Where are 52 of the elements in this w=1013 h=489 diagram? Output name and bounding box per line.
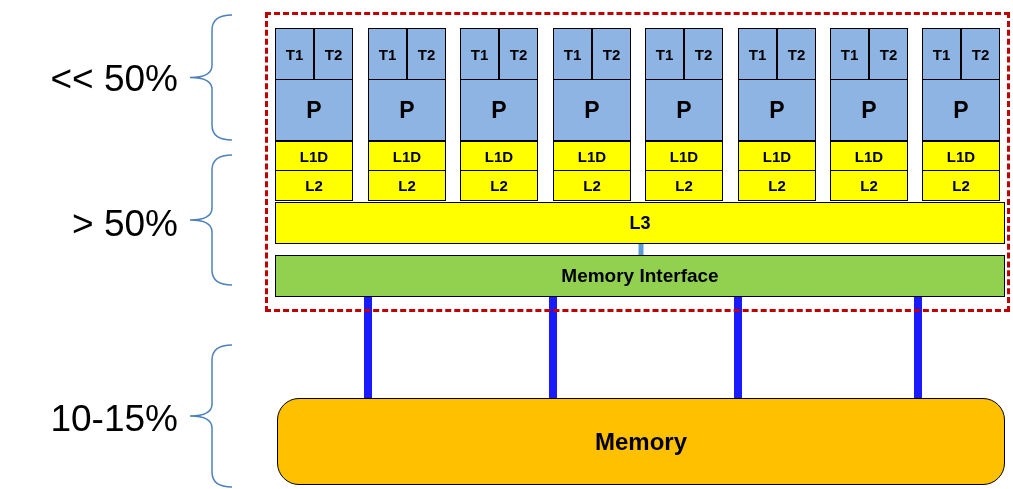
percentage-label: << 50% <box>50 58 178 100</box>
cache-box: L1D <box>368 141 446 171</box>
processor-box: P <box>645 79 723 141</box>
thread-box: T1 <box>738 28 777 80</box>
processor-box: P <box>275 79 353 141</box>
thread-box: T2 <box>961 28 1000 80</box>
percentage-label: 10-15% <box>50 398 178 440</box>
cache-box: L2 <box>460 170 538 201</box>
cache-box: L1D <box>460 141 538 171</box>
cache-box: L1D <box>553 141 631 171</box>
connector-line <box>914 297 922 398</box>
connector-line <box>364 297 372 398</box>
connector-line <box>638 244 644 255</box>
cache-box: L2 <box>830 170 908 201</box>
thread-box: T2 <box>869 28 908 80</box>
thread-box: T1 <box>922 28 961 80</box>
cache-box: L1D <box>645 141 723 171</box>
interface-bar: Memory Interface <box>275 255 1005 297</box>
cache-box: L1D <box>830 141 908 171</box>
processor-box: P <box>738 79 816 141</box>
processor-box: P <box>368 79 446 141</box>
cache-box: L1D <box>922 141 1000 171</box>
thread-box: T2 <box>777 28 816 80</box>
memory-box: Memory <box>277 398 1005 485</box>
thread-box: T2 <box>407 28 446 80</box>
thread-box: T2 <box>499 28 538 80</box>
cache-box: L2 <box>645 170 723 201</box>
processor-box: P <box>830 79 908 141</box>
processor-box: P <box>922 79 1000 141</box>
cache-box: L2 <box>738 170 816 201</box>
thread-box: T1 <box>645 28 684 80</box>
cache-box: L1D <box>275 141 353 171</box>
thread-box: T2 <box>592 28 631 80</box>
cache-box: L2 <box>368 170 446 201</box>
processor-box: P <box>460 79 538 141</box>
percentage-label: > 50% <box>72 203 178 245</box>
cache-box: L2 <box>922 170 1000 201</box>
cache-bar: L3 <box>275 202 1005 244</box>
thread-box: T1 <box>460 28 499 80</box>
thread-box: T1 <box>553 28 592 80</box>
thread-box: T1 <box>275 28 314 80</box>
cache-box: L2 <box>275 170 353 201</box>
chip-outline <box>265 12 1010 312</box>
connector-line <box>734 297 742 398</box>
thread-box: T2 <box>314 28 353 80</box>
cache-box: L2 <box>553 170 631 201</box>
thread-box: T2 <box>684 28 723 80</box>
processor-box: P <box>553 79 631 141</box>
thread-box: T1 <box>830 28 869 80</box>
connector-line <box>549 297 557 398</box>
cache-box: L1D <box>738 141 816 171</box>
thread-box: T1 <box>368 28 407 80</box>
